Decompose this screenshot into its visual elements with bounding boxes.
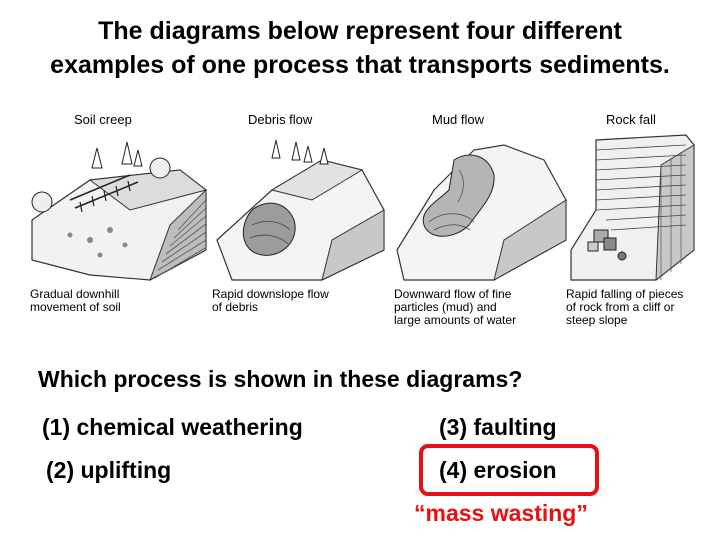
panel-label: Mud flow [432, 112, 485, 127]
panel-caption: Downward flow of fine particles (mud) an… [394, 287, 517, 327]
answer-note: “mass wasting” [414, 500, 588, 526]
panel-caption: Rapid downslope flow of debris [212, 287, 329, 314]
debris-flow-panel: Debris flow Rapid downslope flow of debr… [212, 108, 390, 333]
rock-fall-illustration [570, 134, 695, 282]
mud-flow-panel: Mud flow Downward flow of fine particles… [394, 108, 572, 333]
answer-highlight-box [419, 444, 599, 496]
option-4[interactable]: (4) erosion [439, 457, 557, 483]
panel-caption: Gradual downhill movement of soil [30, 287, 121, 314]
option-3[interactable]: (3) faulting [439, 414, 557, 440]
panel-label: Rock fall [606, 112, 656, 127]
question-text: Which process is shown in these diagrams… [38, 366, 523, 392]
option-1[interactable]: (1) chemical weathering [42, 414, 303, 440]
soil-creep-panel: Soil creep Gradual downhill movement of … [30, 108, 208, 333]
soil-creep-illustration [31, 141, 208, 282]
rock-fall-panel: Rock fall Rapid falling of pieces of roc… [566, 108, 720, 333]
debris-flow-illustration [216, 139, 385, 281]
title-line-1: The diagrams below represent four differ… [98, 17, 622, 45]
title-line-2: examples of one process that transports … [50, 51, 670, 79]
panel-label: Debris flow [248, 112, 313, 127]
panel-caption: Rapid falling of pieces of rock from a c… [566, 287, 684, 327]
mud-flow-illustration [396, 144, 567, 281]
option-2[interactable]: (2) uplifting [46, 457, 172, 483]
panel-label: Soil creep [74, 112, 132, 127]
page-title: The diagrams below represent four differ… [0, 14, 720, 82]
